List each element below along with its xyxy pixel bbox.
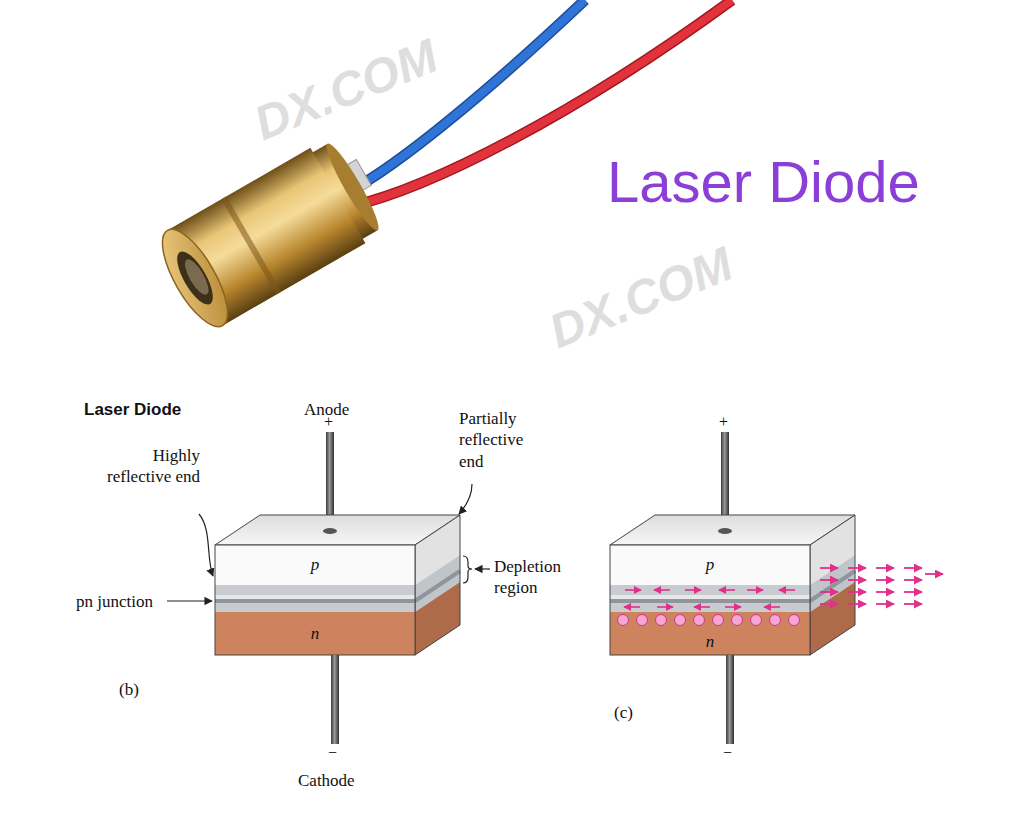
depletion-layer [215, 585, 415, 612]
layer-letter: n [706, 632, 715, 652]
bracket [463, 556, 472, 583]
module-front-face [150, 220, 240, 335]
depletion-layer [610, 585, 810, 612]
n-layer-region: n [215, 612, 415, 655]
layer-letter: n [311, 624, 320, 644]
cathode-lead [726, 655, 734, 744]
watermark: DX.COM [541, 234, 741, 362]
module-groove [221, 196, 281, 294]
layer-letter: p [706, 555, 715, 575]
terminal-name: Cathode [298, 770, 355, 791]
p-layer [610, 545, 810, 585]
polarity-sign: + [719, 412, 728, 432]
laser-diode-chip-b [167, 432, 490, 744]
p-layer [215, 545, 415, 585]
depletion-band [215, 595, 415, 599]
n-side-face [415, 582, 460, 655]
laser-module [150, 131, 395, 336]
electrons [618, 615, 800, 626]
depletion-band [610, 595, 810, 599]
n-layer [610, 612, 810, 655]
figure-heading: Laser Diode [84, 399, 181, 420]
front-outline [610, 545, 810, 655]
panel-letter: (c) [614, 702, 633, 723]
leader-line [167, 600, 212, 601]
p-layer-region: p [610, 545, 810, 585]
page-title: Laser Diode [607, 146, 920, 219]
laser-diode-chip-c [610, 432, 855, 744]
part-label: pn junction [76, 591, 153, 612]
lens-hole [170, 247, 219, 310]
watermark: DX.COM [246, 26, 446, 154]
polarity-sign: − [328, 743, 337, 763]
n-layer-region: n [610, 612, 810, 655]
n-side-face [810, 582, 855, 655]
polarity-sign: − [723, 743, 732, 763]
panel-letter: (b) [119, 679, 139, 700]
cathode-lead [331, 655, 339, 744]
leader-line [459, 484, 472, 514]
lead-contact [323, 528, 337, 534]
photon-arrows-inside [624, 590, 795, 607]
front-outline [215, 545, 415, 655]
n-layer [215, 612, 415, 655]
lead-contact [718, 528, 732, 534]
emitted-light [820, 568, 943, 604]
side-outline [810, 515, 855, 655]
lens [181, 256, 213, 298]
part-label: Depletion region [494, 556, 586, 599]
leader-line [199, 514, 213, 576]
leader-line [475, 568, 490, 569]
polarity-sign: + [324, 412, 333, 432]
pn-junction-line [215, 599, 415, 603]
layer-letter: p [311, 555, 320, 575]
p-layer-region: p [215, 545, 415, 585]
part-label: Partially reflective end [459, 408, 551, 472]
part-label: Highly reflective end [106, 445, 200, 488]
pn-junction-line [610, 599, 810, 603]
side-outline [415, 515, 460, 655]
